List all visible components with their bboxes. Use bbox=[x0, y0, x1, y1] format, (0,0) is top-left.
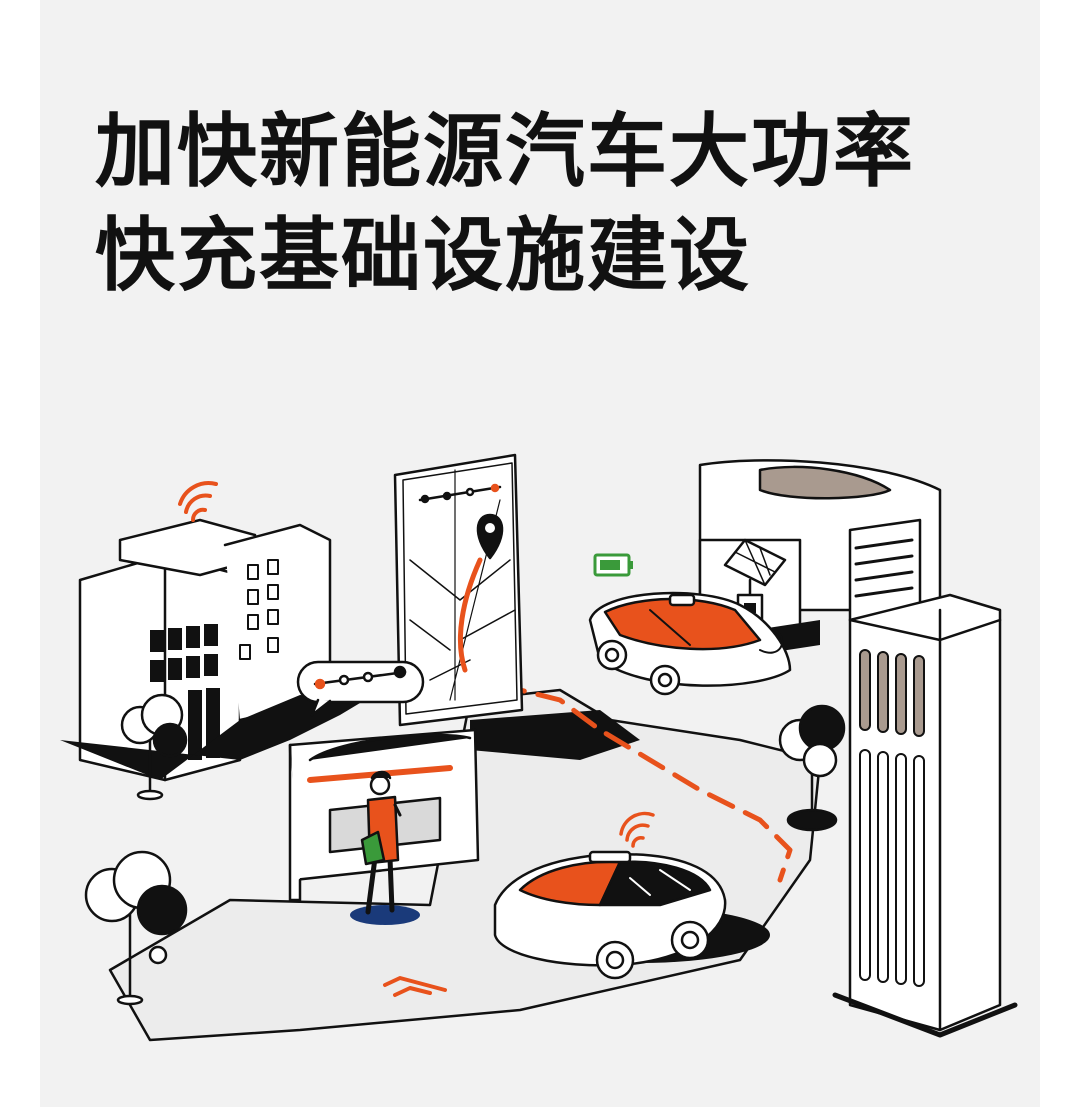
headline-line-2: 快充基础设施建设 bbox=[95, 209, 751, 302]
tree-left-front bbox=[84, 850, 188, 1006]
tree-right bbox=[778, 704, 846, 832]
office-building-left bbox=[60, 518, 365, 782]
city-charging-illustration bbox=[60, 453, 1018, 1042]
battery-icon bbox=[593, 553, 633, 577]
car-wifi-icon bbox=[619, 811, 655, 848]
headline: 加快新能源汽车大功率 快充基础设施建设 bbox=[95, 100, 915, 308]
route-bubble bbox=[296, 660, 425, 717]
charging-car bbox=[588, 591, 792, 696]
tower-building-right bbox=[832, 593, 1018, 1038]
map-pin-icon bbox=[476, 513, 504, 560]
person-with-phone bbox=[350, 770, 420, 925]
route-chevron-icon bbox=[383, 976, 447, 997]
tree-left-mid bbox=[120, 693, 188, 801]
headline-line-1: 加快新能源汽车大功率 bbox=[95, 105, 915, 198]
poster-card: 加快新能源汽车大功率 快充基础设施建设 bbox=[40, 0, 1040, 1107]
main-car bbox=[493, 850, 770, 980]
road-shadow bbox=[470, 710, 640, 760]
wifi-signal-icon bbox=[178, 481, 218, 522]
